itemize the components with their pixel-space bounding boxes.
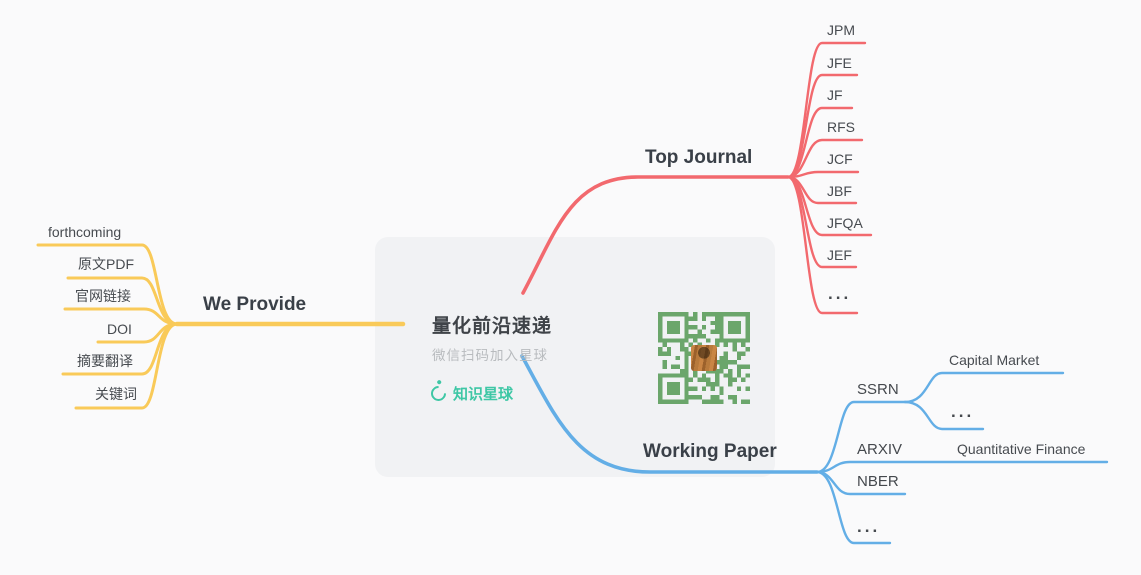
branch-curve <box>786 175 859 315</box>
branch-curve <box>786 73 859 179</box>
zsxq-logo-text: 知识星球 <box>453 386 514 403</box>
card-title: 量化前沿速递 <box>432 316 553 337</box>
node-working-paper[interactable]: Working Paper <box>643 441 777 462</box>
node-original-pdf[interactable]: 原文PDF <box>78 256 134 272</box>
node-rfs[interactable]: RFS <box>827 119 855 135</box>
node-we-provide[interactable]: We Provide <box>203 294 307 315</box>
node-jef[interactable]: JEF <box>827 247 852 263</box>
node-ssrn[interactable]: SSRN <box>857 381 899 398</box>
node-jfqa[interactable]: JFQA <box>827 215 863 231</box>
branch-curve <box>521 175 790 295</box>
branch-curve <box>815 460 1109 474</box>
branch-curve <box>74 322 179 410</box>
node-jbf[interactable]: JBF <box>827 183 852 199</box>
node-capital-market[interactable]: Capital Market <box>949 352 1040 368</box>
node-abstract-translation[interactable]: 摘要翻译 <box>77 353 133 369</box>
branch-curve <box>786 106 854 179</box>
node-ssrn-more[interactable]: ... <box>951 402 975 421</box>
node-top-journal[interactable]: Top Journal <box>645 147 753 168</box>
node-top-journal-more[interactable]: ... <box>828 284 852 303</box>
top-journal-branch-lines <box>521 41 873 315</box>
qr-center-avatar-icon <box>691 345 717 371</box>
zsxq-logo: 知识星球 <box>427 382 514 405</box>
card-subtitle: 微信扫码加入星球 <box>432 348 548 363</box>
branch-curve <box>903 400 985 431</box>
branch-curve <box>815 400 907 474</box>
branch-curve <box>815 470 892 545</box>
working-paper-branch-lines <box>520 354 1109 545</box>
we-provide-branch-lines <box>36 243 406 410</box>
node-jpm[interactable]: JPM <box>827 22 855 38</box>
node-forthcoming[interactable]: forthcoming <box>48 224 122 240</box>
node-jf[interactable]: JF <box>827 87 843 103</box>
qr-code-icon <box>658 312 750 404</box>
node-nber[interactable]: NBER <box>857 473 899 490</box>
branch-curve <box>903 371 1065 404</box>
node-working-paper-more[interactable]: ... <box>857 517 881 536</box>
zsxq-logo-icon <box>427 382 450 405</box>
node-doi[interactable]: DOI <box>107 321 132 337</box>
node-jcf[interactable]: JCF <box>827 151 853 167</box>
branch-curve <box>520 354 819 474</box>
node-quantitative-finance[interactable]: Quantitative Finance <box>957 441 1086 457</box>
node-jfe[interactable]: JFE <box>827 55 852 71</box>
node-keywords[interactable]: 关键词 <box>95 386 137 402</box>
node-arxiv[interactable]: ARXIV <box>857 441 903 458</box>
node-official-link[interactable]: 官网链接 <box>75 288 131 304</box>
